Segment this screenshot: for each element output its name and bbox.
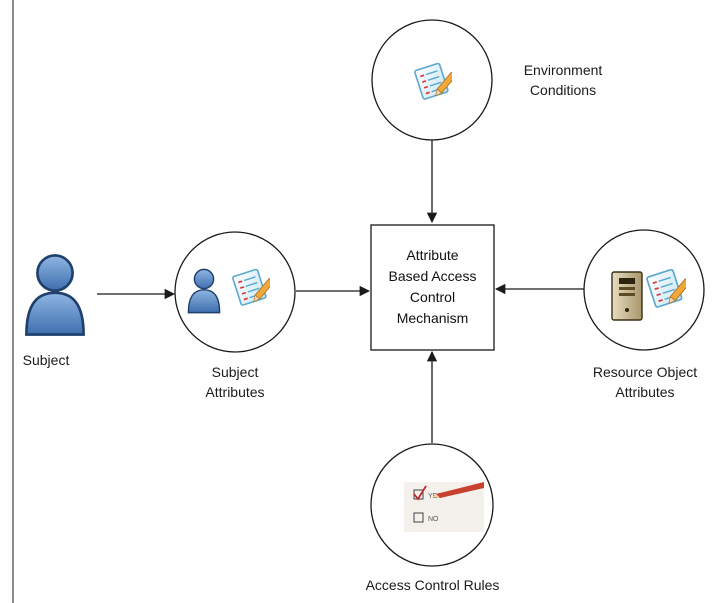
subject-attributes-label: Subject Attributes [205,364,265,400]
resource-attributes-node [583,229,705,351]
server-icon [611,271,643,321]
no-text: NO [428,516,439,523]
environment-label: Environment Conditions [523,62,603,98]
rules-label: Access Control Rules [365,577,500,593]
person-icon [25,254,85,336]
checkbox-pencil-icon: YES NO [404,482,484,532]
subject-label: Subject [22,352,70,368]
abac-mechanism-label: Attribute Based Access Control Mechanism [388,247,477,326]
abac-mechanism-box [370,224,495,351]
subject-attributes-node [174,231,296,353]
resource-attributes-label: Resource Object Attributes [592,364,698,400]
